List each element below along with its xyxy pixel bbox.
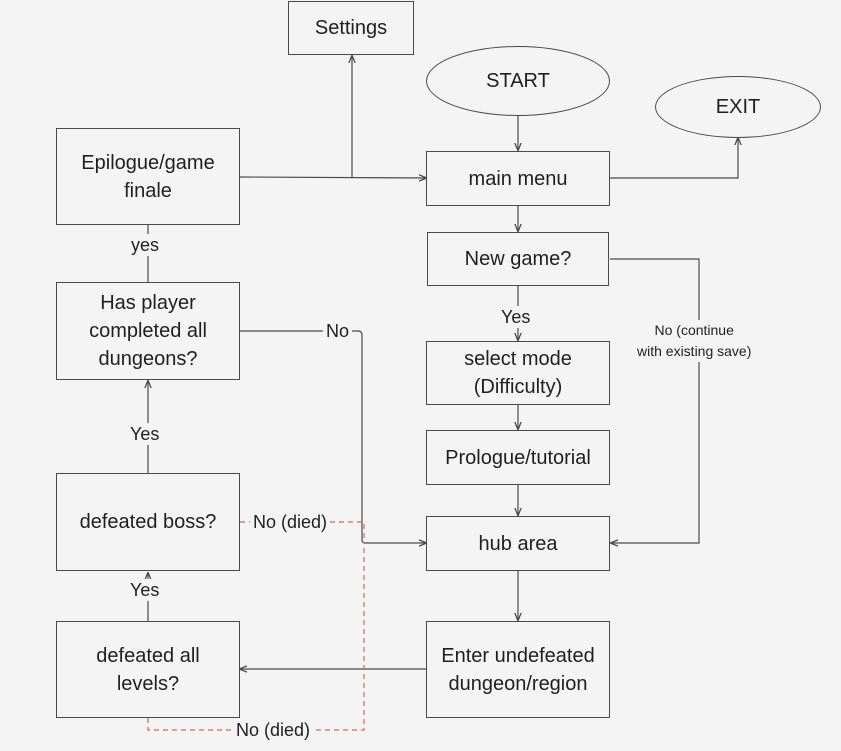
label-no-died-levels: No (died) xyxy=(233,719,314,741)
prologue-node: Prologue/tutorial xyxy=(426,430,610,485)
new-game-node: New game? xyxy=(427,232,609,286)
edge-new-game-no-to-hub xyxy=(610,258,700,543)
defeated-levels-node: defeated all levels? xyxy=(56,621,240,718)
label-no-continue-save: No (continue with existing save) xyxy=(634,320,755,362)
defeated-boss-node: defeated boss? xyxy=(56,473,240,571)
epilogue-node: Epilogue/game finale xyxy=(56,128,240,225)
exit-node: EXIT xyxy=(655,76,821,138)
enter-dungeon-node: Enter undefeated dungeon/region xyxy=(426,621,610,718)
start-node: START xyxy=(426,46,610,116)
label-no-completed: No xyxy=(323,320,353,342)
label-yes-epilogue: yes xyxy=(128,234,163,256)
has-completed-dungeons-node: Has player completed all dungeons? xyxy=(56,282,240,380)
label-yes-new-game: Yes xyxy=(498,306,534,328)
edge-main-menu-to-exit xyxy=(610,138,738,179)
edge-epilogue-to-main-menu xyxy=(239,177,426,178)
settings-node: Settings xyxy=(288,1,414,55)
label-yes-boss: Yes xyxy=(127,579,163,601)
label-no-died-boss: No (died) xyxy=(250,511,331,533)
main-menu-node: main menu xyxy=(426,151,610,206)
label-yes-completed: Yes xyxy=(127,423,163,445)
select-mode-node: select mode (Difficulty) xyxy=(426,341,610,405)
hub-area-node: hub area xyxy=(426,516,610,571)
edge-boss-died-to-hub xyxy=(240,521,365,543)
